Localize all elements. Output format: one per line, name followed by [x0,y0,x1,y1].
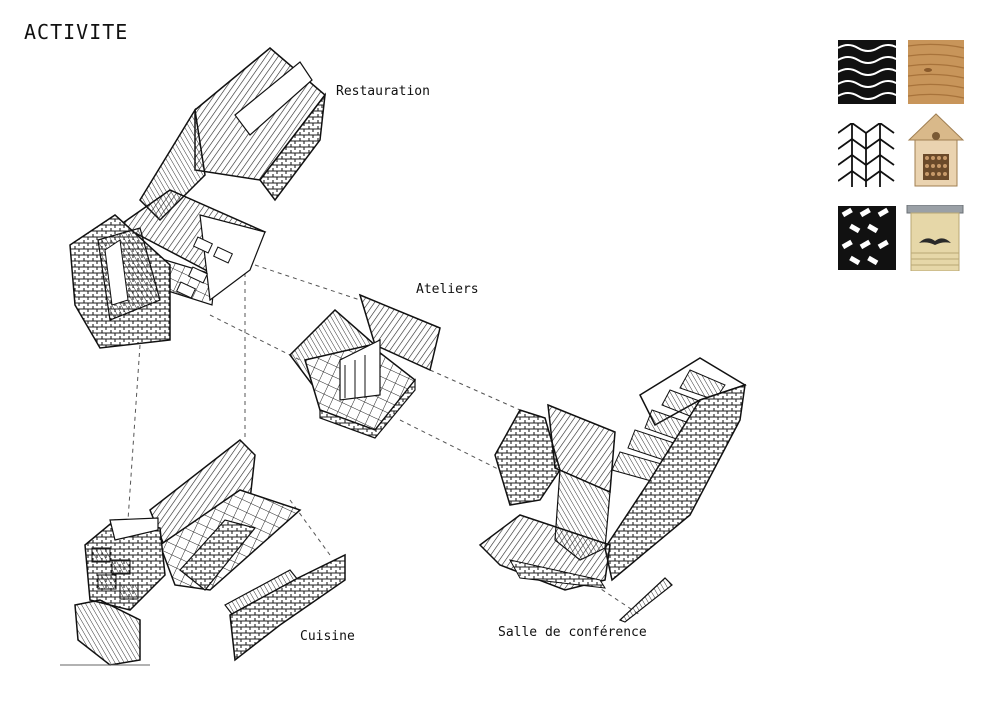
page-title: ACTIVITE [24,20,129,44]
salle-block [478,357,747,623]
diamond-weave-texture [838,123,896,187]
label-salle: Salle de conférence [498,625,647,640]
restauration-block [69,47,327,349]
label-restauration: Restauration [336,84,430,99]
insect-hotel-image [905,110,967,188]
basket-weave-texture [838,206,896,270]
cuisine-block [60,439,346,666]
bat-house-image [905,205,965,271]
connector-lines [127,225,641,616]
label-cuisine: Cuisine [300,629,355,644]
ateliers-block [289,293,441,439]
woven-weave-texture [838,40,896,104]
wood-texture [908,40,964,104]
label-ateliers: Ateliers [416,282,479,297]
